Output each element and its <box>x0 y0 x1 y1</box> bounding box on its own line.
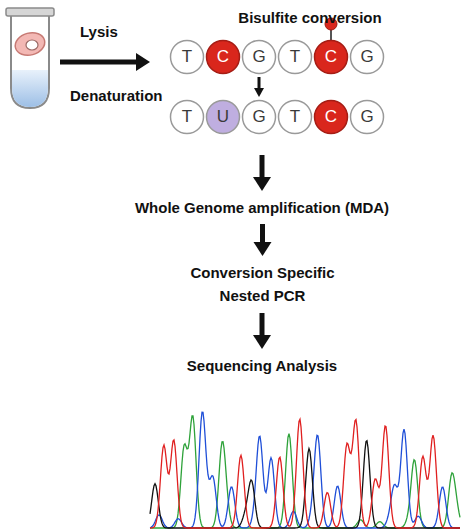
base-circle: C <box>313 39 349 75</box>
lysis-arrow <box>60 60 136 65</box>
tube-cap <box>6 8 54 16</box>
flow-arrow <box>260 155 265 177</box>
base-letter: T <box>169 99 205 135</box>
base-circle: C <box>205 39 241 75</box>
step-text: Whole Genome amplification (MDA) <box>135 196 389 219</box>
flow-arrow <box>260 224 265 242</box>
base-circle: G <box>241 39 277 75</box>
trace-line <box>150 441 460 528</box>
base-letter: G <box>349 99 385 135</box>
cell <box>13 29 48 58</box>
flow-arrow <box>258 77 261 88</box>
base-letter: T <box>169 39 205 75</box>
base-circle: G <box>349 39 385 75</box>
flow-arrow <box>260 313 265 335</box>
base-letter: T <box>277 39 313 75</box>
base-circle: T <box>277 99 313 135</box>
base-letter: G <box>349 39 385 75</box>
trace-line <box>150 416 460 528</box>
lysis-arrow-head <box>136 53 150 71</box>
step-title: Bisulfite conversion <box>210 8 410 28</box>
base-letter: C <box>313 39 349 75</box>
base-circle: G <box>241 99 277 135</box>
base-circle: G <box>349 99 385 135</box>
step-label: Lysis <box>80 22 118 42</box>
cell-nucleus <box>26 40 38 50</box>
base-letter: G <box>241 39 277 75</box>
process-step: Whole Genome amplification (MDA) <box>92 195 432 219</box>
step-text: Sequencing Analysis <box>187 354 337 377</box>
base-letter: C <box>313 99 349 135</box>
base-circle: T <box>277 39 313 75</box>
trace-line <box>150 412 460 528</box>
chromatogram <box>150 412 460 528</box>
base-letter: G <box>241 99 277 135</box>
tube-liquid <box>12 70 48 107</box>
base-letter: C <box>205 39 241 75</box>
tube-body <box>11 14 49 108</box>
base-letter: U <box>205 99 241 135</box>
trace-line <box>150 419 460 528</box>
base-letter: T <box>277 99 313 135</box>
process-step: Sequencing Analysis <box>162 353 362 377</box>
base-circle: C <box>313 99 349 135</box>
step-text: Conversion Specific Nested PCR <box>180 261 345 307</box>
conversion-group: Bisulfite conversionTCGTCGTUGTCG <box>165 5 390 150</box>
step-label: Denaturation <box>70 86 163 106</box>
base-circle: T <box>169 39 205 75</box>
base-circle: T <box>169 99 205 135</box>
base-circle: U <box>205 99 241 135</box>
process-step: Conversion Specific Nested PCR <box>180 260 345 308</box>
